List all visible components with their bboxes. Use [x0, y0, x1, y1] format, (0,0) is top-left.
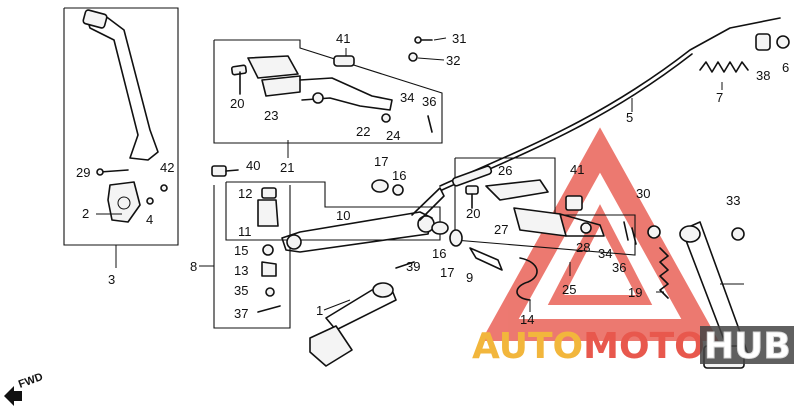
forward-label: FWD: [17, 371, 45, 391]
watermark-text-moto: MOTO: [583, 326, 705, 367]
callout-41a: 41: [336, 31, 350, 46]
callout-34b: 34: [598, 246, 612, 261]
callout-29: 29: [76, 165, 90, 180]
callout-13: 13: [234, 263, 248, 278]
callout-8: 8: [190, 259, 197, 274]
callout-14: 14: [520, 312, 534, 327]
group-box-10: [225, 181, 441, 241]
callout-1: 1: [316, 303, 323, 318]
group-box-3: [63, 7, 179, 246]
callout-2: 2: [82, 206, 89, 221]
callout-36b: 36: [612, 260, 626, 275]
gearshift-pedal: [309, 282, 397, 367]
callout-10: 10: [336, 208, 350, 223]
watermark-hub-box: [700, 326, 794, 364]
callout-6: 6: [782, 60, 789, 75]
callout-labels: 1 2 3 4 5 6 7 8 9 10 11 12 13 14 15 16 1…: [76, 31, 789, 327]
callout-9: 9: [466, 270, 473, 285]
callout-41b: 41: [570, 162, 584, 177]
callout-33: 33: [726, 193, 740, 208]
callout-17b: 17: [440, 265, 454, 280]
callout-23: 23: [264, 108, 278, 123]
watermark-text-auto: AUTO: [472, 326, 583, 367]
watermark-text: AUTOMOTO HUB: [472, 326, 794, 368]
forward-arrow-icon: [4, 386, 22, 406]
group-box-21: [213, 39, 443, 144]
brake-pedal: [281, 187, 445, 253]
group-box-8: [213, 185, 291, 329]
callout-36a: 36: [422, 94, 436, 109]
callout-16b: 16: [432, 246, 446, 261]
step-holder-right: [485, 179, 605, 237]
callout-40: 40: [246, 158, 260, 173]
callout-16a: 16: [392, 168, 406, 183]
callout-37: 37: [234, 306, 248, 321]
callout-26: 26: [498, 163, 512, 178]
callout-27: 27: [494, 222, 508, 237]
callout-35: 35: [234, 283, 248, 298]
cable-spring: [699, 61, 749, 73]
callout-31: 31: [452, 31, 466, 46]
callout-38: 38: [756, 68, 770, 83]
callout-28: 28: [576, 240, 590, 255]
forward-direction-indicator: FWD: [4, 371, 45, 406]
watermark-triangle-inner: [547, 204, 653, 305]
watermark-text-hub: HUB: [704, 326, 791, 367]
callout-20a: 20: [230, 96, 244, 111]
callout-21: 21: [280, 160, 294, 175]
callout-20b: 20: [466, 206, 480, 221]
callout-7: 7: [716, 90, 723, 105]
callout-19: 19: [628, 285, 642, 300]
callout-3: 3: [108, 272, 115, 287]
callout-22: 22: [356, 124, 370, 139]
callout-5: 5: [626, 110, 633, 125]
step-holder-upper: [247, 55, 393, 111]
callout-39: 39: [406, 259, 420, 274]
watermark-triangle-outer: [481, 127, 719, 341]
callout-32: 32: [446, 53, 460, 68]
callout-12: 12: [238, 186, 252, 201]
callout-24: 24: [386, 128, 400, 143]
callout-42: 42: [160, 160, 174, 175]
callout-30: 30: [636, 186, 650, 201]
watermark-logo: [481, 127, 719, 341]
callout-15: 15: [234, 243, 248, 258]
svg-text:AUTOMOTO: AUTOMOTO: [472, 326, 705, 367]
callout-4: 4: [146, 212, 153, 227]
callout-11: 11: [238, 224, 252, 239]
kick-starter-arm: [82, 9, 159, 223]
callout-25: 25: [562, 282, 576, 297]
callout-34a: 34: [400, 90, 414, 105]
callout-17a: 17: [374, 154, 388, 169]
